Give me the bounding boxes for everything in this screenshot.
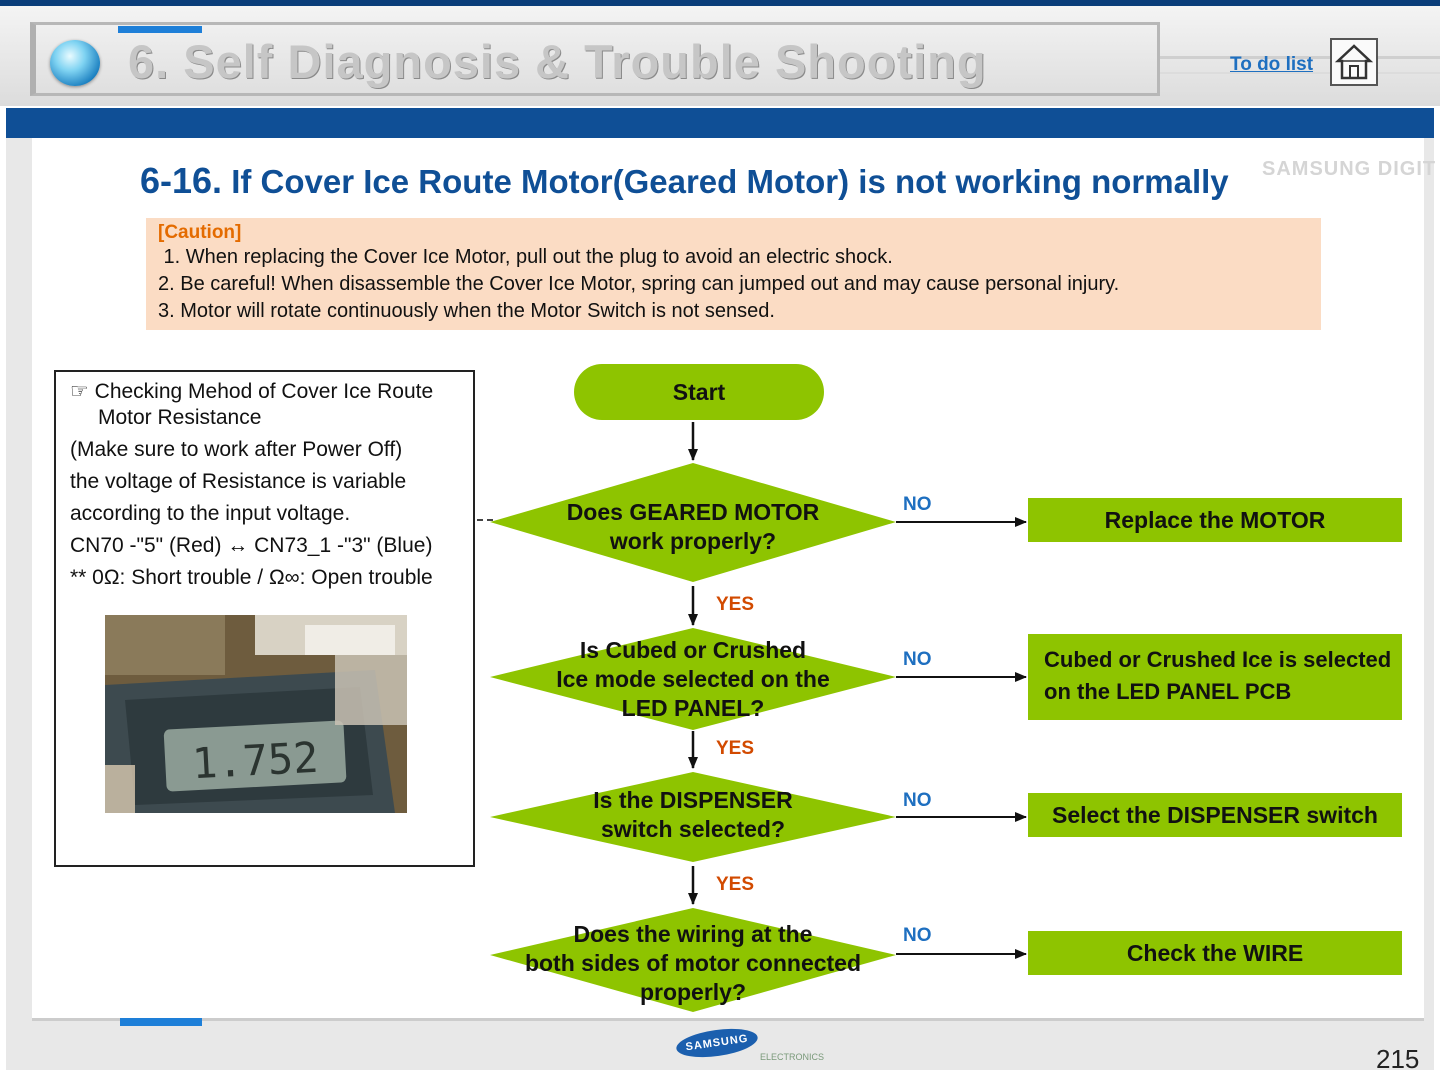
header-frame <box>30 22 1160 96</box>
decision-diamond <box>490 628 896 730</box>
decision-2-label: Is Cubed or Crushed Ice mode selected on… <box>533 636 853 723</box>
action-check-wire: Check the WIRE <box>1028 931 1402 975</box>
samsung-logo-sub: ELECTRONICS <box>760 1052 825 1062</box>
footer-line <box>32 1018 1424 1021</box>
decision-diamond <box>490 772 896 862</box>
decision-diamond <box>490 463 896 582</box>
yes-label: YES <box>716 594 755 615</box>
meter-reading: 1.752 <box>191 733 320 789</box>
decision-text: switch selected? <box>600 816 786 842</box>
action-text: Cubed or Crushed Ice is selected <box>1044 647 1392 672</box>
no-label: NO <box>903 925 932 946</box>
content-top-band <box>6 108 1434 138</box>
caution-line: 1. When replacing the Cover Ice Motor, p… <box>158 246 893 268</box>
info-line: the voltage of Resistance is variable <box>70 470 407 493</box>
no-label: NO <box>903 790 932 811</box>
globe-icon <box>50 40 100 86</box>
decision-text: Does GEARED MOTOR <box>566 499 820 525</box>
no-label: NO <box>903 494 932 515</box>
decision-1-label: Does GEARED MOTOR work properly? <box>543 498 843 556</box>
section-title: 6-16. If Cover Ice Route Motor(Geared Mo… <box>140 160 1229 202</box>
page-title: 6. Self Diagnosis & Trouble Shooting <box>128 35 987 88</box>
decision-text: LED PANEL? <box>621 695 765 721</box>
home-button[interactable] <box>1330 38 1378 86</box>
samsung-watermark: SAMSUNG DIGIT <box>1262 158 1437 180</box>
info-line: ☞ Checking Mehod of Cover Ice Route <box>70 380 434 403</box>
header-line <box>1160 72 1440 74</box>
multimeter-photo: 1.752 <box>105 615 407 813</box>
page-number: 215 <box>1376 1044 1420 1074</box>
no-label: NO <box>903 649 932 670</box>
decision-text: Is Cubed or Crushed <box>579 637 807 663</box>
decision-text: Ice mode selected on the <box>556 666 830 692</box>
decision-diamond <box>490 908 896 1012</box>
decision-text: properly? <box>639 979 747 1005</box>
info-line: CN70 -"5" (Red) ↔ CN73_1 -"3" (Blue) <box>70 534 433 557</box>
decision-4-label: Does the wiring at the both sides of mot… <box>503 920 883 1007</box>
section-number: 6-16. <box>140 160 223 201</box>
caution-box: [Caution] 1. When replacing the Cover Ic… <box>146 218 1321 330</box>
yes-label: YES <box>716 738 755 759</box>
info-line: ** 0Ω: Short trouble / Ω∞: Open trouble <box>70 566 433 589</box>
footer-accent <box>120 1018 202 1026</box>
todo-list-link[interactable]: To do list <box>1230 54 1314 75</box>
info-line: Motor Resistance <box>98 406 262 429</box>
decision-text: Is the DISPENSER <box>593 787 793 813</box>
connector-dash <box>477 519 493 521</box>
flow-start: Start <box>574 364 824 420</box>
caution-line: 3. Motor will rotate continuously when t… <box>158 300 775 322</box>
action-select-dispenser: Select the DISPENSER switch <box>1028 793 1402 837</box>
action-text: on the LED PANEL PCB <box>1044 679 1292 704</box>
caution-line: 2. Be careful! When disassemble the Cove… <box>158 273 1120 295</box>
caution-heading: [Caution] <box>158 222 242 243</box>
action-replace-motor: Replace the MOTOR <box>1028 498 1402 542</box>
top-bar <box>0 0 1440 6</box>
decision-text: work properly? <box>609 528 777 554</box>
decision-3-label: Is the DISPENSER switch selected? <box>543 786 843 844</box>
info-line: (Make sure to work after Power Off) <box>70 438 403 461</box>
home-icon <box>1334 44 1374 80</box>
info-line: according to the input voltage. <box>70 502 351 525</box>
yes-label: YES <box>716 874 755 895</box>
decision-text: both sides of motor connected <box>524 950 862 976</box>
section-title-text: If Cover Ice Route Motor(Geared Motor) i… <box>231 163 1229 200</box>
action-led-panel: Cubed or Crushed Ice is selected on the … <box>1028 634 1402 720</box>
header-line <box>1160 56 1440 59</box>
decision-text: Does the wiring at the <box>573 921 813 947</box>
header-accent <box>118 26 202 33</box>
